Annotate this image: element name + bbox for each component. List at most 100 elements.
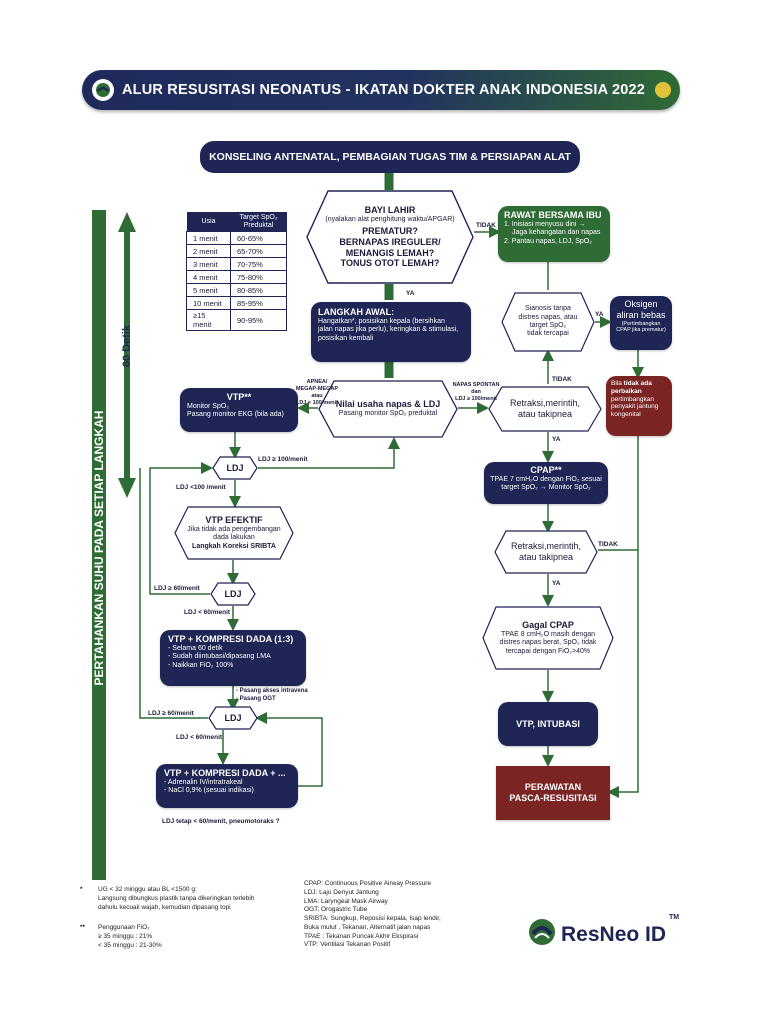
label-ldj-lt100: LDJ <100 /menit bbox=[176, 484, 226, 491]
oksigen-line-3: (Pertimbangkan bbox=[621, 320, 661, 327]
langkah-awal-line-2: jalan napas jika perlu), keringkan & sti… bbox=[318, 326, 459, 334]
retraksi1-line-2: atau takipnea bbox=[517, 409, 573, 419]
footnote-1-mark: * bbox=[80, 886, 83, 893]
ldj-node-1: LDJ bbox=[212, 456, 258, 480]
nilai-sub: Pasang monitor SpO₂ preduktal bbox=[338, 410, 438, 418]
ldj-node-3: LDJ bbox=[208, 706, 258, 730]
rawat-title: RAWAT BERSAMA IBU bbox=[504, 210, 602, 220]
footnote-premature: * UG < 32 minggu atau BL <1500 g: Langsu… bbox=[80, 886, 280, 912]
abbr-lma: LMA: Laryngeal Mask Airway bbox=[304, 897, 388, 905]
abbr-ogt: OGT: Orogastric Tube bbox=[304, 906, 368, 914]
vtp-efektif-node: VTP EFEKTIF Jika tidak ada pengembangan … bbox=[174, 506, 294, 560]
retraksi2-line-1: Retraksi,merintih, bbox=[510, 541, 582, 552]
gagal-line-2: distres napas berat, SpO₂ tidak bbox=[499, 639, 597, 647]
footnote-2-line-3: < 35 minggu : 21-30% bbox=[98, 941, 162, 949]
sianosis-line-4: tidak tercapai bbox=[527, 330, 569, 338]
perawatan-line-1: PERAWATAN bbox=[524, 782, 582, 793]
perawatan-line-2: PASCA-RESUSITASI bbox=[509, 793, 597, 803]
cpap-line-2: target SpO₂ → Monitor SpO₂ bbox=[501, 484, 591, 492]
page-title: ALUR RESUSITASI NEONATUS - IKATAN DOKTER… bbox=[122, 82, 646, 98]
bayi-lahir-q4: TONUS OTOT LEMAH? bbox=[340, 258, 440, 269]
bayi-lahir-node: BAYI LAHIR (nyalakan alat penghitung wak… bbox=[306, 190, 474, 284]
title-banner: ALUR RESUSITASI NEONATUS - IKATAN DOKTER… bbox=[82, 70, 680, 110]
footnote-1-line-3: dahulu kecuali wajah, kemudian dipasang … bbox=[98, 903, 231, 911]
spontan-line-1: NAPAS SPONTAN bbox=[452, 382, 500, 388]
langkah-awal-title: LANGKAH AWAL: bbox=[318, 307, 395, 317]
cpap-line-1: TPAE 7 cmH₂O dengan FiO₂ sesuai bbox=[490, 475, 602, 483]
rawat-bersama-ibu-box: RAWAT BERSAMA IBU 1. Inisiasi menyusu di… bbox=[498, 206, 610, 262]
pasang-line-1: - Pasang akses intravena bbox=[236, 688, 308, 694]
table-cell: 90-95% bbox=[230, 309, 287, 332]
table-cell: 70-75% bbox=[230, 257, 287, 272]
retraksi-node-2: Retraksi,merintih, atau takipnea bbox=[494, 530, 598, 574]
bila-line-4: pertimbangkan bbox=[611, 395, 654, 403]
retraksi1-line-1: Retraksi,merintih, bbox=[509, 398, 581, 409]
bayi-lahir-q3: MENANGIS LEMAH? bbox=[345, 247, 435, 258]
abbr-tpae: TPAE : Tekanan Puncak Akhir Ekspirasi bbox=[304, 932, 419, 940]
gagal-title: Gagal CPAP bbox=[522, 620, 574, 631]
vtp-line-2: Pasang monitor EKG (bila ada) bbox=[187, 411, 284, 419]
apnea-line-1: APNEA/ bbox=[306, 379, 328, 385]
bila-line-5: penyakit jantung bbox=[611, 403, 659, 411]
kompresi-dada-box: VTP + KOMPRESI DADA (1:3) - Selama 60 de… bbox=[160, 630, 306, 686]
gagal-cpap-node: Gagal CPAP TPAE 8 cmH₂O masih dengan dis… bbox=[482, 606, 614, 670]
table-cell: 4 menit bbox=[186, 270, 231, 285]
abbr-vtp: VTP: Ventilasi Tekanan Positif bbox=[304, 941, 391, 949]
langkah-awal-line-1: Hangatkan*, posisikan kepala (bersihkan bbox=[318, 317, 445, 325]
langkah-awal-box: LANGKAH AWAL: Hangatkan*, posisikan kepa… bbox=[311, 302, 471, 362]
konseling-banner-text: KONSELING ANTENATAL, PEMBAGIAN TUGAS TIM… bbox=[209, 151, 571, 163]
bayi-lahir-sub: (nyalakan alat penghitung waktu/APGAR) bbox=[325, 215, 455, 223]
cpap-box: CPAP** TPAE 7 cmH₂O dengan FiO₂ sesuai t… bbox=[484, 462, 608, 504]
spontan-line-2: dan bbox=[471, 388, 481, 395]
resneo-logo-icon bbox=[92, 79, 114, 101]
label-apnea: APNEA/ MEGAP-MEGAP atau LDJ < 100/menit bbox=[286, 379, 348, 407]
footnote-2-mark: ** bbox=[80, 924, 86, 931]
table-cell: 5 menit bbox=[186, 283, 231, 298]
timer-text: 60 Detik bbox=[121, 324, 133, 368]
vtp-efektif-title: VTP EFEKTIF bbox=[205, 515, 263, 526]
kompresi1-title: VTP + KOMPRESI DADA (1:3) bbox=[168, 634, 294, 644]
ldj2-text: LDJ bbox=[224, 588, 242, 599]
langkah-awal-line-3: posisikan kembali bbox=[318, 334, 374, 342]
label-ya-1: YA bbox=[406, 290, 415, 297]
resneo-brand-icon bbox=[528, 918, 556, 951]
oksigen-line-1: Oksigen bbox=[624, 299, 658, 309]
vtp-intubasi-box: VTP, INTUBASI bbox=[498, 702, 598, 746]
table-cell: 10 menit bbox=[186, 296, 231, 311]
vtp-title: VTP** bbox=[226, 392, 252, 402]
idai-emblem-icon bbox=[653, 80, 674, 100]
table-cell: 3 menit bbox=[186, 257, 231, 272]
label-ldj-lt60-a: LDJ < 60/menit bbox=[184, 609, 231, 616]
nilai-title: Nilai usaha napas & LDJ bbox=[335, 399, 441, 410]
rawat-line-2: Jaga kehangatan dan napas bbox=[512, 229, 601, 237]
kompresi-adrenalin-box: VTP + KOMPRESI DADA + ... - Adrenalin IV… bbox=[156, 764, 298, 808]
vtp-efektif-line-1: Jika tidak ada pengembangan bbox=[187, 525, 281, 533]
oksigen-line-4: CPAP jika prematur) bbox=[616, 327, 666, 334]
ldj1-text: LDJ bbox=[226, 462, 244, 473]
table-cell: 2 menit bbox=[186, 244, 231, 259]
vtp-efektif-line-3: Langkah Koreksi SRIBTA bbox=[192, 542, 276, 550]
abbr-sribta-1: SRIBTA: Sungkup, Reposisi kepala, Isap l… bbox=[304, 915, 441, 923]
table-header-usia: Usia bbox=[186, 212, 231, 232]
bila-line-6: kongenital bbox=[611, 411, 641, 419]
retraksi-node-1: Retraksi,merintih, atau takipnea bbox=[488, 386, 602, 432]
label-tidak-3: TIDAK bbox=[598, 541, 618, 548]
label-ldj-ge100: LDJ ≥ 100/menit bbox=[258, 456, 308, 463]
footnote-2-line-2: ≥ 35 minggu : 21% bbox=[98, 932, 153, 940]
table-cell: 60-65% bbox=[230, 231, 287, 246]
abbr-ldj: LDJ: Laju Denyut Jantung bbox=[304, 888, 379, 896]
label-ldj-tetap: LDJ tetap < 60/menit, pneumotoraks ? bbox=[162, 818, 280, 825]
table-cell: 85-95% bbox=[230, 296, 287, 311]
sianosis-line-3: target SpO₂ bbox=[529, 322, 567, 329]
vtp-box: VTP** Monitor SpO₂ Pasang monitor EKG (b… bbox=[180, 388, 298, 432]
label-ya-3: YA bbox=[552, 436, 561, 443]
table-cell: 80-85% bbox=[230, 283, 287, 298]
sianosis-line-1: Sianosis tanpa bbox=[525, 305, 571, 313]
ldj3-text: LDJ bbox=[224, 712, 242, 723]
sianosis-line-2: distres napas, atau bbox=[518, 313, 578, 321]
